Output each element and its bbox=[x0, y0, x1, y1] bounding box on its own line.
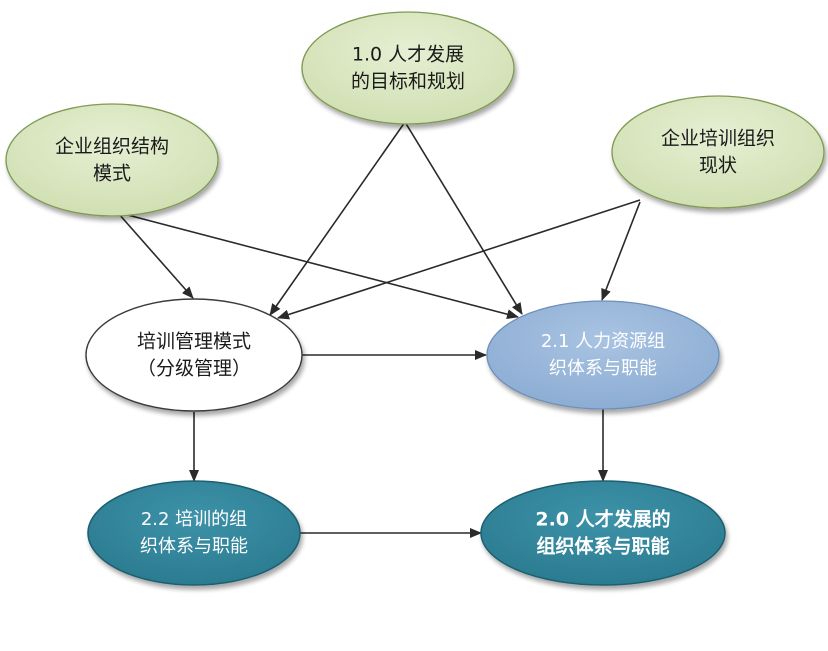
node-org-structure-line1: 企业组织结构 bbox=[55, 136, 169, 158]
node-org-structure: 企业组织结构 模式 bbox=[5, 103, 219, 217]
arrow-plan-to-hr bbox=[404, 121, 523, 315]
edges bbox=[117, 121, 641, 538]
node-talent-org-line1: 2.0 人才发展的 bbox=[535, 508, 670, 531]
node-hr-org-shape bbox=[486, 300, 720, 410]
arrow-structure-to-mgmt bbox=[117, 212, 194, 299]
node-training-org-shape bbox=[87, 480, 301, 586]
node-talent-org-line2: 组织体系与职能 bbox=[536, 535, 669, 558]
node-training-mgmt-line1: 培训管理模式 bbox=[137, 331, 251, 353]
node-talent-plan-shape bbox=[301, 11, 515, 125]
node-hr-org: 2.1 人力资源组 织体系与职能 bbox=[486, 300, 720, 410]
node-org-structure-line2: 模式 bbox=[93, 163, 131, 185]
node-training-org-line1: 2.2 培训的组 bbox=[141, 509, 247, 530]
node-talent-plan-line1: 1.0 人才发展 bbox=[352, 44, 464, 66]
node-training-status: 企业培训组织 现状 bbox=[611, 95, 825, 209]
node-talent-org-shape bbox=[480, 480, 726, 586]
node-training-mgmt: 培训管理模式 （分级管理） bbox=[85, 298, 303, 412]
node-training-org-line2: 织体系与职能 bbox=[140, 536, 248, 557]
node-training-status-shape bbox=[611, 95, 825, 209]
node-hr-org-line1: 2.1 人力资源组 bbox=[541, 331, 665, 352]
node-hr-org-line2: 织体系与职能 bbox=[549, 358, 657, 379]
node-training-org: 2.2 培训的组 织体系与职能 bbox=[87, 480, 301, 586]
node-training-mgmt-line2: （分级管理） bbox=[137, 358, 251, 380]
arrow-status-to-mgmt bbox=[277, 199, 641, 320]
arrow-structure-to-hr bbox=[119, 212, 519, 320]
arrow-status-to-hr bbox=[601, 201, 641, 301]
node-org-structure-shape bbox=[5, 103, 219, 217]
node-training-status-line1: 企业培训组织 bbox=[661, 128, 775, 150]
arrow-plan-to-mgmt bbox=[269, 121, 406, 316]
node-talent-plan: 1.0 人才发展 的目标和规划 bbox=[301, 11, 515, 125]
node-talent-plan-line2: 的目标和规划 bbox=[351, 71, 465, 93]
node-talent-org: 2.0 人才发展的 组织体系与职能 bbox=[480, 480, 726, 586]
node-training-status-line2: 现状 bbox=[699, 155, 737, 177]
node-training-mgmt-shape bbox=[85, 298, 303, 412]
